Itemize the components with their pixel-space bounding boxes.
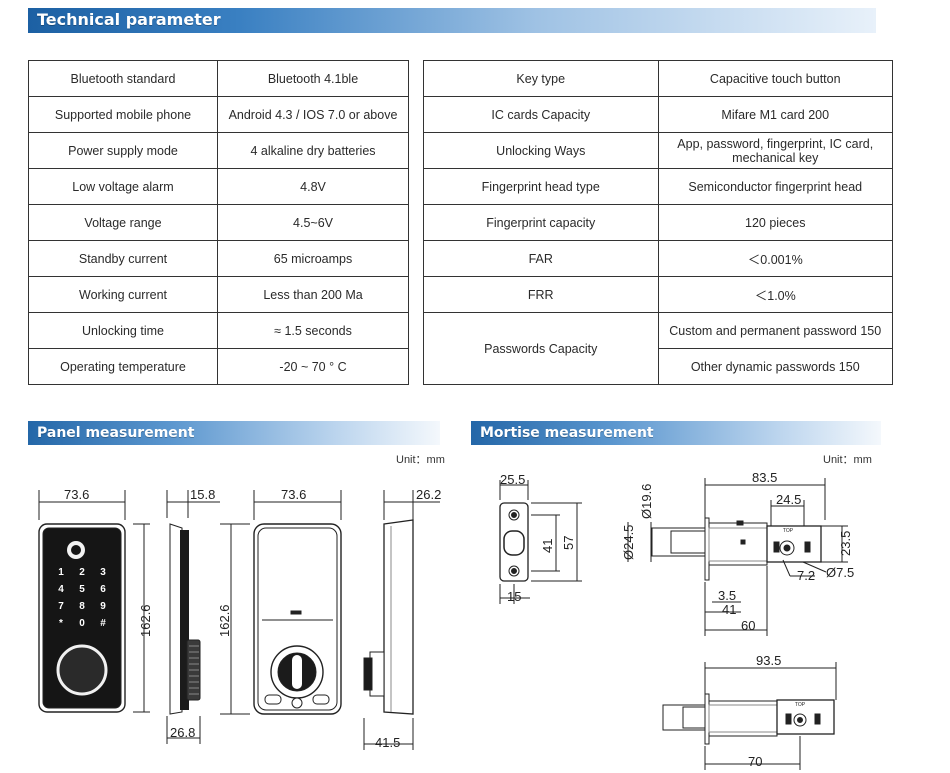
dim-small-dia: Ø7.5 bbox=[826, 565, 854, 580]
keypad-key: 0 bbox=[79, 618, 85, 629]
dim-back-width: 73.6 bbox=[281, 487, 306, 502]
panel-measurement-banner: Panel measurement bbox=[28, 421, 440, 445]
keypad: 1 2 3 4 5 6 7 8 9 * 0 # bbox=[58, 567, 106, 629]
keypad-key: * bbox=[59, 618, 63, 629]
dim-back-depth: 26.2 bbox=[416, 487, 441, 502]
plate-top-label-2: TOP bbox=[795, 702, 806, 708]
dim-length: 83.5 bbox=[752, 470, 777, 485]
back-panel-drawing bbox=[220, 490, 342, 715]
plate-top-label: TOP bbox=[783, 528, 794, 534]
spec-value: 65 microamps bbox=[217, 240, 409, 277]
dim-right-height: 23.5 bbox=[838, 531, 853, 556]
spec-name: Unlocking Ways bbox=[423, 132, 659, 169]
spec-row: Other dynamic passwords 150 bbox=[424, 348, 893, 385]
dim-front-width: 73.6 bbox=[64, 487, 89, 502]
keypad-key: 1 bbox=[58, 567, 64, 578]
dim-plate-inner: 41 bbox=[540, 539, 555, 553]
keypad-key: 2 bbox=[79, 567, 85, 578]
spec-name: Voltage range bbox=[28, 204, 218, 241]
section-title: Technical parameter bbox=[37, 10, 221, 29]
spec-name: FRR bbox=[423, 276, 659, 313]
keypad-key: 8 bbox=[79, 601, 85, 612]
section-title: Mortise measurement bbox=[480, 425, 654, 441]
spec-row: Unlocking time≈ 1.5 seconds bbox=[28, 312, 409, 349]
dim-60: 60 bbox=[741, 618, 755, 633]
spec-row: FRR＜1.0% bbox=[423, 276, 893, 313]
spec-value: Other dynamic passwords 150 bbox=[657, 348, 893, 385]
spec-value: -20 ~ 70 ° C bbox=[217, 348, 409, 385]
technical-parameter-banner: Technical parameter bbox=[28, 8, 876, 33]
keypad-key: 6 bbox=[100, 584, 106, 595]
spec-value: ＜0.001% bbox=[657, 240, 893, 277]
dim-gap: 3.5 bbox=[718, 588, 736, 603]
spec-name: Operating temperature bbox=[28, 348, 218, 385]
dim-plate-offset: 15 bbox=[507, 589, 521, 604]
spec-value: Semiconductor fingerprint head bbox=[657, 168, 893, 205]
section-title: Panel measurement bbox=[37, 425, 195, 441]
panel-unit-label: Unit：mm bbox=[396, 454, 445, 466]
spec-name: Power supply mode bbox=[28, 132, 218, 169]
dim-plate-width: 25.5 bbox=[500, 472, 525, 487]
front-panel-drawing bbox=[38, 490, 150, 713]
keypad-key: 9 bbox=[100, 601, 106, 612]
keypad-key: 5 bbox=[79, 584, 85, 595]
dim-height-back: 162.6 bbox=[217, 604, 232, 637]
spec-value: Bluetooth 4.1ble bbox=[217, 60, 409, 97]
spec-value: Android 4.3 / IOS 7.0 or above bbox=[217, 96, 409, 133]
mortise-side-drawing-2 bbox=[662, 662, 837, 770]
spec-name: Working current bbox=[28, 276, 218, 313]
spec-name: Fingerprint head type bbox=[423, 168, 659, 205]
dim-41: 41 bbox=[722, 602, 736, 617]
mortise-side-drawing bbox=[627, 478, 848, 636]
back-side-drawing bbox=[363, 490, 440, 750]
keypad-key: 4 bbox=[58, 584, 64, 595]
side-panel-drawing bbox=[166, 490, 220, 744]
dim-height-front: 162.6 bbox=[138, 604, 153, 637]
spec-row: FAR＜0.001% bbox=[423, 240, 893, 277]
spec-value: 4 alkaline dry batteries bbox=[217, 132, 409, 169]
keypad-key: 7 bbox=[58, 601, 64, 612]
spec-row: Operating temperature-20 ~ 70 ° C bbox=[28, 348, 409, 385]
dim-body-dia: Ø24.5 bbox=[621, 525, 636, 560]
dim-length-2: 93.5 bbox=[756, 653, 781, 668]
dim-sub-length: 24.5 bbox=[776, 492, 801, 507]
spec-name: Unlocking time bbox=[28, 312, 218, 349]
mortise-unit-label: Unit：mm bbox=[823, 454, 872, 466]
keypad-key: 3 bbox=[100, 567, 106, 578]
mortise-measurement-banner: Mortise measurement bbox=[471, 421, 881, 445]
spec-name: Low voltage alarm bbox=[28, 168, 218, 205]
dim-knob-depth: 26.8 bbox=[170, 725, 195, 740]
mortise-faceplate-drawing bbox=[499, 480, 582, 604]
dim-total-depth: 41.5 bbox=[375, 735, 400, 750]
spec-name: IC cards Capacity bbox=[423, 96, 659, 133]
dim-hole-dia: Ø19.6 bbox=[639, 484, 654, 519]
dim-side-depth: 15.8 bbox=[190, 487, 215, 502]
keypad-key: # bbox=[100, 618, 106, 629]
spec-name: Passwords Capacity bbox=[423, 312, 659, 385]
dim-plate-height: 57 bbox=[561, 536, 576, 550]
dim-70: 70 bbox=[748, 754, 762, 769]
spec-value: ＜1.0% bbox=[657, 276, 893, 313]
dim-7-2: 7.2 bbox=[797, 568, 815, 583]
